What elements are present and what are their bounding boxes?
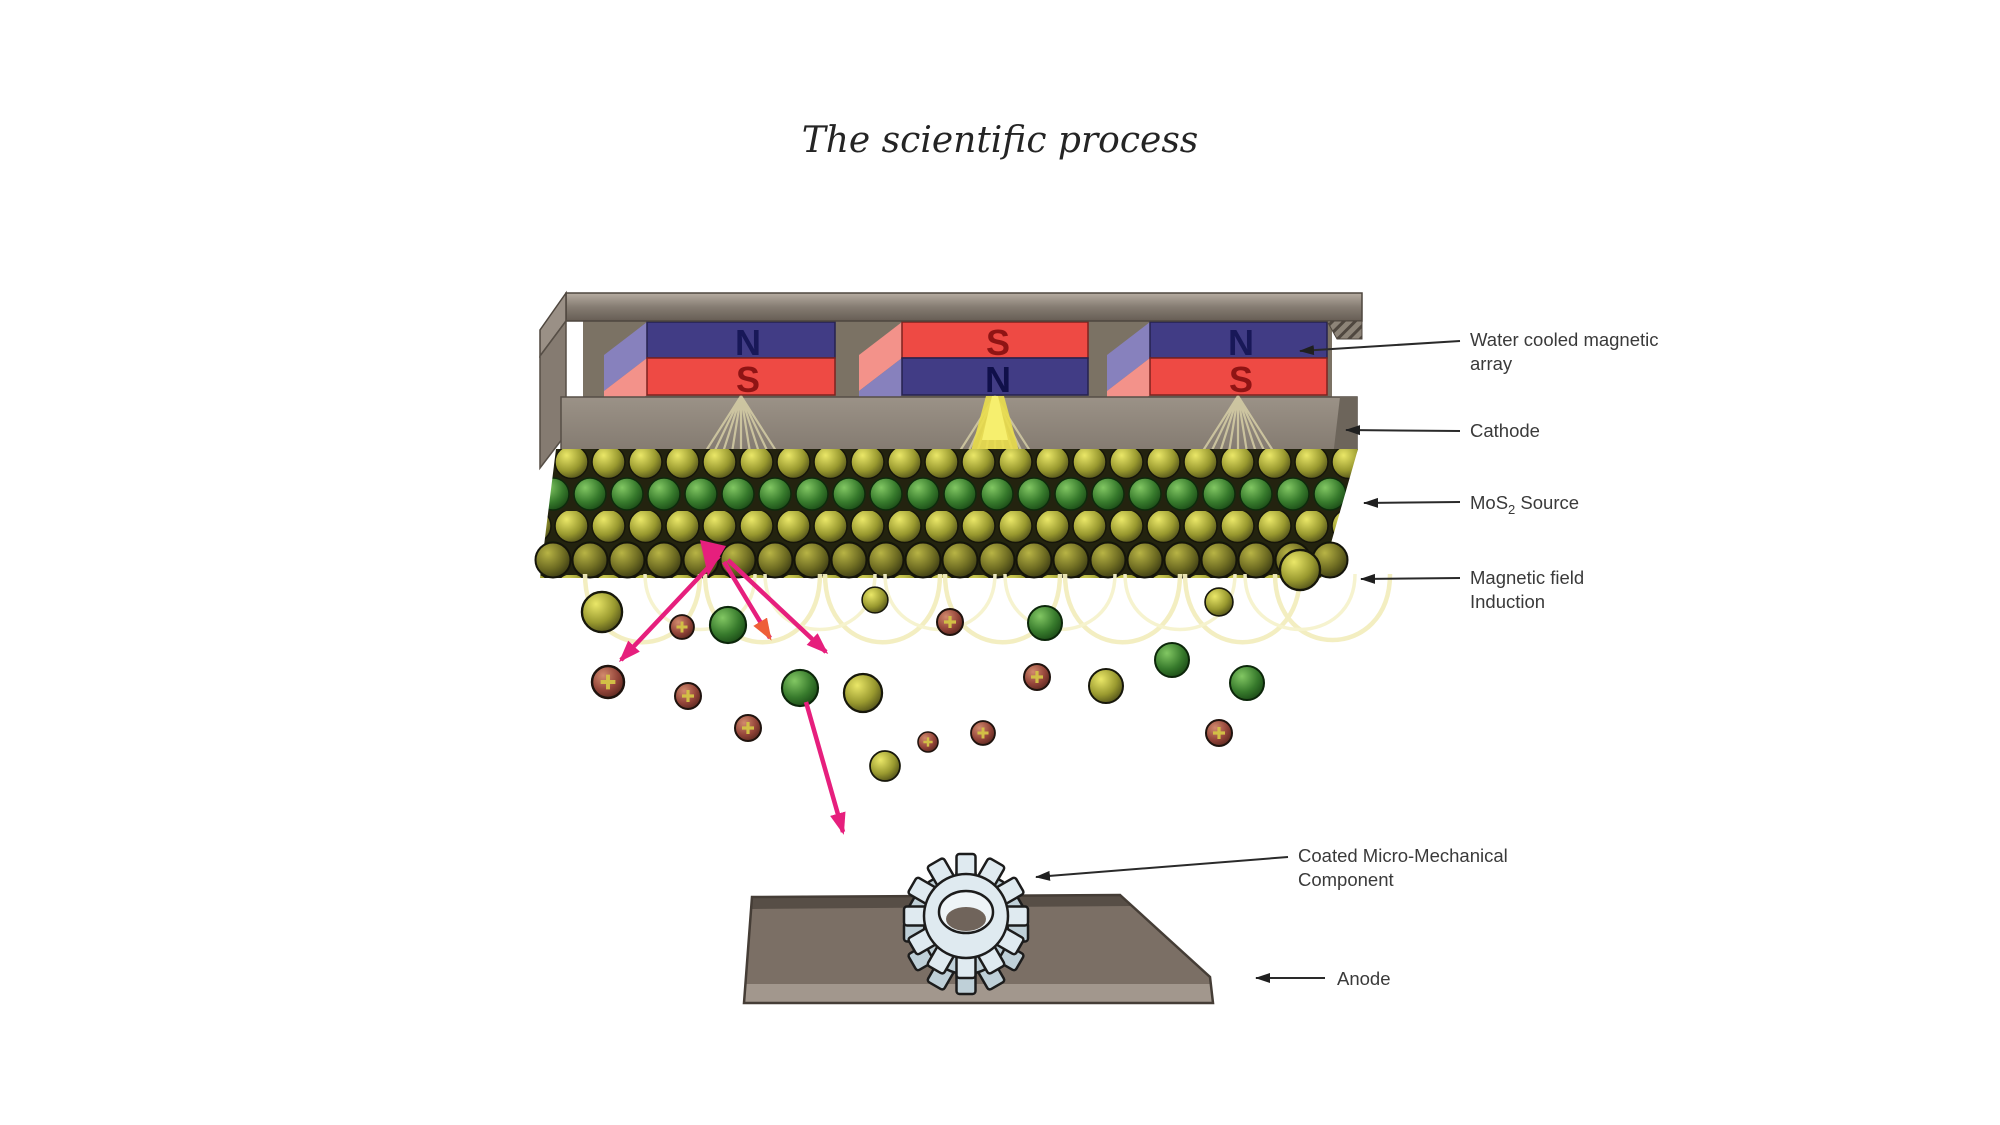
particle-ion xyxy=(733,713,763,743)
particle-ion xyxy=(673,681,703,711)
loop-set-a xyxy=(582,573,1393,645)
label-cathode: Cathode xyxy=(1470,420,1540,441)
induction-loops xyxy=(582,573,1393,645)
plasma-glow-core xyxy=(982,396,1008,440)
gear xyxy=(902,852,1030,996)
top-plate-underside-hatch xyxy=(1326,320,1363,340)
particle-olive xyxy=(1278,548,1322,592)
particle-ion xyxy=(1022,662,1052,692)
sputter-arrow-left xyxy=(618,554,721,663)
label-component-line1: Coated Micro-Mechanical xyxy=(1298,845,1508,866)
lattice-sphere xyxy=(608,541,646,579)
anode-bottom-band xyxy=(744,984,1213,1003)
deposition-arrow xyxy=(803,701,846,835)
leader-mos2 xyxy=(1363,497,1461,508)
lattice-sphere xyxy=(534,541,572,579)
leader-cathode xyxy=(1345,425,1461,436)
magnet-2-bottom-letter: N xyxy=(985,359,1011,400)
label-component-line2: Component xyxy=(1298,869,1394,890)
leader-field xyxy=(1360,573,1461,584)
magnet-1-north-pole xyxy=(646,321,836,359)
particle-ion xyxy=(916,730,940,754)
gear-hole-shadow xyxy=(946,907,986,931)
mos2-lattice xyxy=(534,449,1358,579)
magnet-1-south-pole xyxy=(646,357,836,396)
leader-water-cooled xyxy=(1299,340,1461,356)
magnet-2-top-letter: S xyxy=(986,322,1010,363)
lattice-sphere xyxy=(904,541,942,579)
particle-green xyxy=(780,668,820,708)
sputter-arrow-right xyxy=(726,558,829,655)
particle-green xyxy=(708,605,748,645)
leader-component xyxy=(1035,856,1289,881)
sputter-arrows xyxy=(618,540,846,835)
particle-olive xyxy=(1088,668,1124,704)
particle-ion xyxy=(1204,718,1234,748)
lattice-sphere xyxy=(571,541,609,579)
lattice-sphere xyxy=(1200,541,1238,579)
magnet-2-north-pole xyxy=(901,357,1089,396)
lattice-sphere xyxy=(645,541,683,579)
magnet-1: N S xyxy=(646,321,836,400)
particle-ion xyxy=(935,607,965,637)
lattice-sphere xyxy=(1237,541,1275,579)
magnet-1-side-top xyxy=(604,322,647,391)
magnet-3-side-top xyxy=(1107,322,1150,391)
label-water-cooled-line1: Water cooled magnetic xyxy=(1470,329,1659,350)
particle-green xyxy=(1229,665,1265,701)
particle-olive xyxy=(580,590,624,634)
lattice-sphere xyxy=(941,541,979,579)
particle-green xyxy=(1027,605,1063,641)
sputter-arrow-middle xyxy=(722,560,772,641)
label-water-cooled-line2: array xyxy=(1470,353,1513,374)
magnet-3-top-letter: N xyxy=(1228,322,1254,363)
magnet-array: N S S N N S xyxy=(646,321,1328,400)
lattice-sphere xyxy=(830,541,868,579)
particle-ion xyxy=(590,664,626,700)
lattice-sphere xyxy=(1052,541,1090,579)
particle-green xyxy=(1154,642,1190,678)
magnet-3: N S xyxy=(1149,321,1328,400)
lattice-sphere xyxy=(793,541,831,579)
magnet-2-side-top xyxy=(859,322,902,391)
magnet-3-bottom-letter: S xyxy=(1229,359,1253,400)
anode-outline xyxy=(742,893,1215,1005)
lattice-sphere xyxy=(978,541,1016,579)
leader-lines xyxy=(1035,340,1461,983)
magnet-1-bottom-letter: S xyxy=(736,359,760,400)
particle-olive xyxy=(869,750,901,782)
label-anode: Anode xyxy=(1337,968,1391,989)
lattice-sphere xyxy=(756,541,794,579)
lattice-sphere xyxy=(1163,541,1201,579)
page-title: The scientific process xyxy=(802,120,1199,161)
top-plate-bar xyxy=(565,292,1363,322)
particle-olive xyxy=(1204,587,1234,617)
label-mos2: MoS2 Source xyxy=(1470,492,1579,517)
lattice-sphere xyxy=(1126,541,1164,579)
lattice-sphere xyxy=(867,541,905,579)
particle-ion xyxy=(969,719,997,747)
particle-olive xyxy=(842,672,884,714)
magnet-1-top-letter: N xyxy=(735,322,761,363)
particle-olive xyxy=(861,586,889,614)
label-field-line2: Induction xyxy=(1470,591,1545,612)
labels: Water cooled magnetic array Cathode MoS2… xyxy=(1298,329,1659,989)
magnet-3-south-pole xyxy=(1149,357,1328,396)
lattice-sphere xyxy=(1015,541,1053,579)
magnet-2: S N xyxy=(901,321,1089,400)
particle-ion xyxy=(668,613,696,641)
label-field-line1: Magnetic field xyxy=(1470,567,1584,588)
lattice-sphere xyxy=(1089,541,1127,579)
